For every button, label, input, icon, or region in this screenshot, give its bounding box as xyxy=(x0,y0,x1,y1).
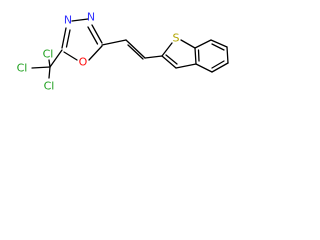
oxadiazole-ring xyxy=(61,18,103,61)
benzothiophene-ring xyxy=(161,39,229,73)
atom-label-n2: N xyxy=(87,11,95,24)
vinyl-linker xyxy=(101,39,163,60)
bond-c-cl3 xyxy=(48,66,51,79)
bond-vinyl-double-inner xyxy=(127,44,144,60)
bond-c4-c3a xyxy=(195,63,213,73)
bond-c2-s1 xyxy=(161,42,173,57)
bond-n2-c5-double xyxy=(87,26,99,45)
molecule-structure-diagram: N N O S Cl Cl Cl xyxy=(17,11,229,93)
bond-c7-c6 xyxy=(210,39,228,48)
bond-c6-c5 xyxy=(226,46,229,64)
bond-c3a-c7a-double xyxy=(197,49,200,62)
bond-c3a-c7a xyxy=(194,47,197,65)
atom-label-o1: O xyxy=(79,56,88,69)
atom-label-s1: S xyxy=(173,32,180,45)
bond-c2-o1 xyxy=(63,51,78,61)
bond-vinyl-double-outer xyxy=(125,39,146,59)
bond-c3-c3a xyxy=(175,63,197,69)
trichloromethyl-group xyxy=(31,49,63,79)
atom-label-cl1: Cl xyxy=(17,62,28,75)
bond-n1-c2-double xyxy=(65,29,71,48)
bond-c5-c4-double xyxy=(211,60,225,69)
bond-c-cl2 xyxy=(48,59,51,68)
bond-c7-c6-double xyxy=(211,43,225,51)
atom-label-n1: N xyxy=(64,14,72,27)
atom-label-cl2: Cl xyxy=(43,48,54,61)
bond-c7a-c7 xyxy=(194,39,212,49)
bond-c5-vinyl xyxy=(101,39,127,46)
bond-c5-o1 xyxy=(88,45,103,61)
bond-vinyl-thiophene xyxy=(144,55,163,59)
bond-c2-c3 xyxy=(161,55,177,69)
bond-c2-c3-double xyxy=(165,54,178,65)
bond-c5-c4 xyxy=(211,62,229,73)
bond-s1-c7a xyxy=(180,39,196,49)
bond-n2-c5 xyxy=(91,24,103,44)
bond-n1-n2 xyxy=(71,18,89,22)
bond-c-cl1 xyxy=(31,66,51,69)
bond-c2-ccl3 xyxy=(49,49,63,68)
atom-label-cl3: Cl xyxy=(44,80,55,93)
bond-n1-c2 xyxy=(61,27,67,49)
